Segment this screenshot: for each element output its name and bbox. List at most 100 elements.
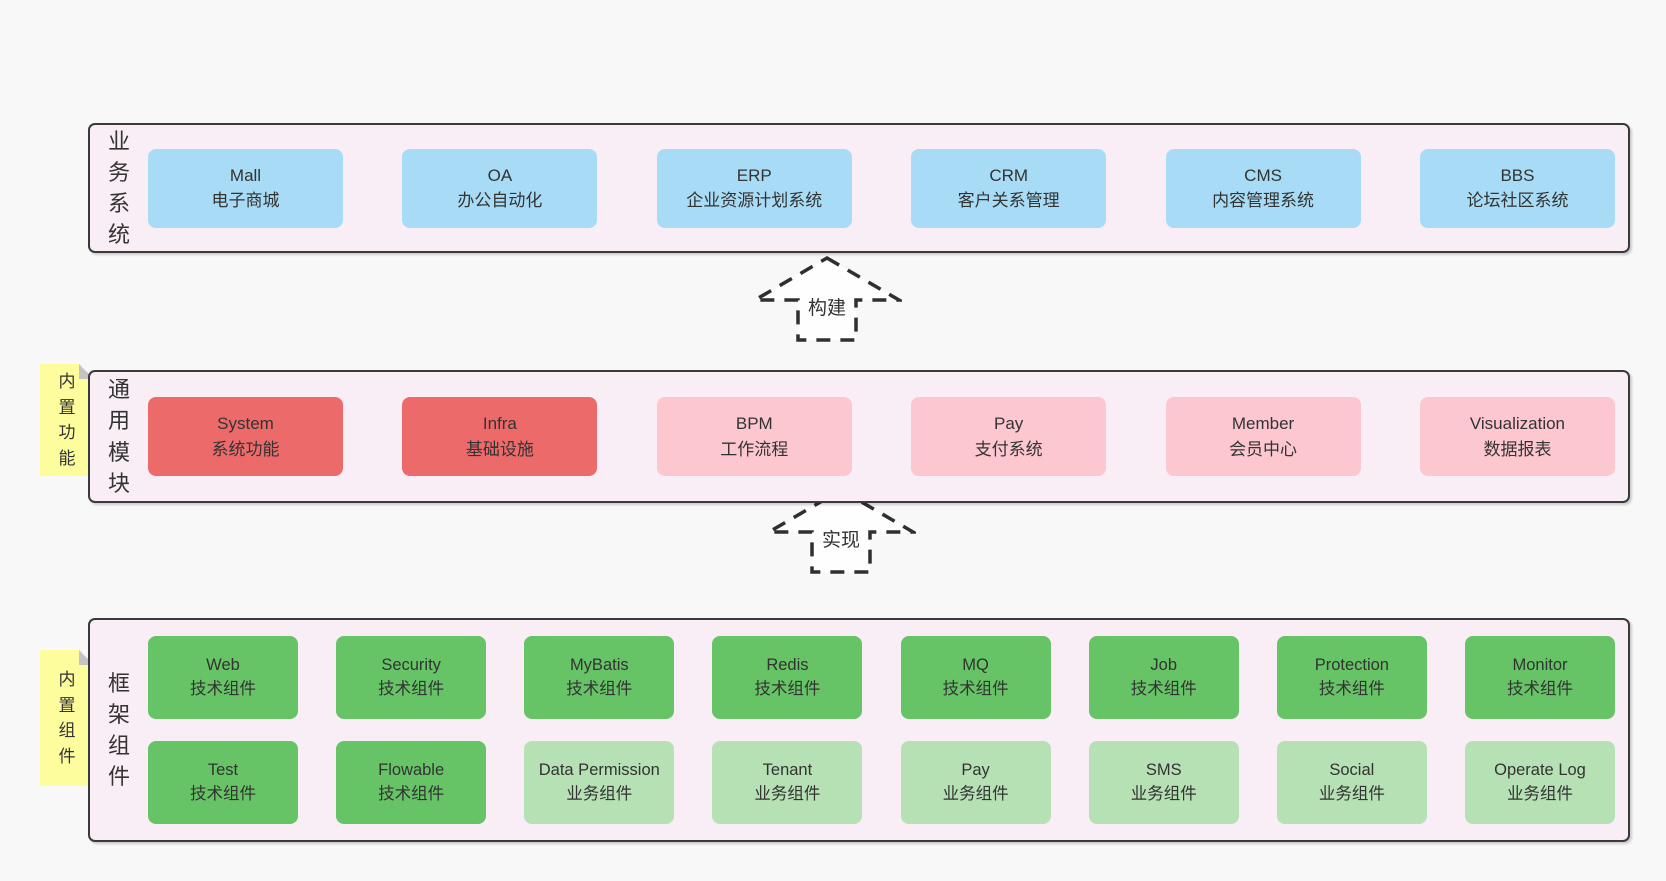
arrow-implement-label: 实现 — [821, 530, 860, 551]
box-infra: Infra 基础设施 — [402, 397, 598, 476]
box-title: OA — [487, 165, 513, 185]
box-title: Web — [206, 656, 240, 675]
layer-label-text: 通用模块 — [107, 377, 130, 496]
box-job: Job 技术组件 — [1088, 636, 1239, 719]
box-social: Social 业务组件 — [1276, 741, 1427, 824]
box-title: CRM — [989, 165, 1029, 185]
box-title: Visualization — [1469, 414, 1566, 433]
layer-label-framework-components: 框架组件 — [90, 668, 148, 793]
box-subtitle: 技术组件 — [942, 679, 1009, 698]
box-subtitle: 技术组件 — [566, 679, 633, 698]
box-cms: CMS 内容管理系统 — [1165, 148, 1361, 228]
box-title: Redis — [766, 656, 809, 675]
box-subtitle: 技术组件 — [378, 784, 445, 803]
box-subtitle: 数据报表 — [1483, 439, 1552, 459]
box-title: Mall — [229, 165, 262, 185]
box-oa: OA 办公自动化 — [402, 148, 598, 228]
box-test: Test 技术组件 — [148, 741, 298, 824]
box-subtitle: 技术组件 — [1506, 679, 1573, 698]
arrow-build: 构建 — [752, 255, 902, 343]
layer-label-text: 业务系统 — [107, 128, 130, 248]
sticky-note-label: 内置组件 — [58, 670, 76, 766]
box-member: Member 会员中心 — [1165, 397, 1361, 476]
box-subtitle: 技术组件 — [190, 784, 256, 803]
box-title: Job — [1150, 656, 1177, 675]
box-redis: Redis 技术组件 — [712, 636, 863, 719]
box-title: CMS — [1244, 165, 1282, 185]
box-title: Data Permission — [538, 761, 660, 780]
box-tenant: Tenant 业务组件 — [712, 741, 863, 824]
box-subtitle: 系统功能 — [211, 439, 280, 459]
box-security: Security 技术组件 — [336, 636, 487, 719]
box-web: Web 技术组件 — [148, 636, 298, 719]
box-monitor: Monitor 技术组件 — [1464, 636, 1615, 719]
box-subtitle: 技术组件 — [1318, 679, 1385, 698]
up-arrow-icon — [752, 255, 902, 342]
box-title: Test — [207, 761, 239, 780]
arrow-build-label: 构建 — [807, 298, 846, 319]
box-title: SMS — [1145, 761, 1182, 780]
box-subtitle: 基础设施 — [465, 439, 534, 459]
box-subtitle: 业务组件 — [942, 784, 1009, 803]
box-subtitle: 论坛社区系统 — [1466, 191, 1569, 210]
box-operate-log: Operate Log 业务组件 — [1464, 741, 1615, 824]
box-title: BPM — [735, 414, 773, 433]
box-subtitle: 业务组件 — [1318, 784, 1385, 803]
box-title: Infra — [482, 414, 517, 433]
box-crm: CRM 客户关系管理 — [911, 148, 1107, 228]
box-mall: Mall 电子商城 — [148, 148, 343, 228]
sticky-note-built-in-components: 内置组件 — [40, 650, 94, 786]
box-subtitle: 支付系统 — [974, 439, 1043, 459]
box-subtitle: 技术组件 — [190, 679, 256, 698]
sticky-note-label: 内置功能 — [58, 372, 76, 468]
arrow-implement: 实现 — [766, 487, 916, 575]
box-subtitle: 业务组件 — [1506, 784, 1573, 803]
box-subtitle: 技术组件 — [1130, 679, 1197, 698]
box-subtitle: 技术组件 — [754, 679, 821, 698]
box-subtitle: 业务组件 — [1130, 784, 1197, 803]
box-subtitle: 电子商城 — [211, 191, 280, 210]
box-subtitle: 技术组件 — [378, 679, 445, 698]
box-subtitle: 业务组件 — [754, 784, 821, 803]
up-arrow-icon — [766, 487, 916, 574]
box-subtitle: 办公自动化 — [457, 191, 543, 210]
box-title: MQ — [962, 656, 989, 675]
layer-label-business-systems: 业务系统 — [90, 126, 148, 251]
box-sms: SMS 业务组件 — [1088, 741, 1239, 824]
box-subtitle: 客户关系管理 — [957, 191, 1060, 210]
box-title: Member — [1231, 414, 1295, 433]
box-title: Social — [1329, 761, 1375, 780]
box-protection: Protection 技术组件 — [1276, 636, 1427, 719]
box-title: Security — [381, 656, 441, 675]
box-title: ERP — [736, 165, 772, 185]
box-mq: MQ 技术组件 — [900, 636, 1051, 719]
box-title: Tenant — [762, 761, 813, 780]
box-title: Pay — [994, 414, 1024, 433]
box-title: Monitor — [1512, 656, 1568, 675]
layer-label-common-modules: 通用模块 — [90, 374, 148, 499]
layer-label-text: 框架组件 — [107, 670, 130, 790]
box-subtitle: 会员中心 — [1229, 439, 1298, 459]
box-subtitle: 内容管理系统 — [1212, 191, 1315, 210]
box-title: Operate Log — [1494, 761, 1586, 780]
box-pay: Pay 支付系统 — [911, 397, 1107, 476]
box-title: Protection — [1314, 656, 1389, 675]
